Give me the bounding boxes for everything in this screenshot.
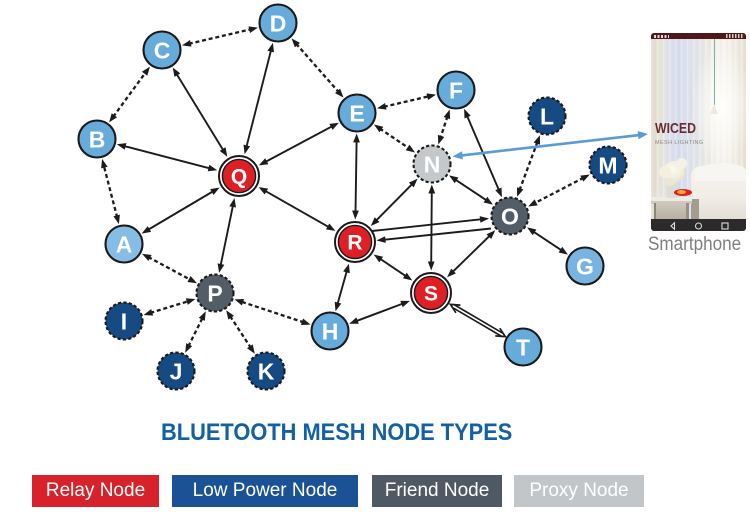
svg-text:L: L xyxy=(540,103,554,129)
svg-text:D: D xyxy=(270,10,287,36)
svg-text:B: B xyxy=(89,126,106,152)
svg-text:I: I xyxy=(121,308,127,334)
svg-text:C: C xyxy=(154,37,171,63)
svg-text:A: A xyxy=(116,231,133,257)
svg-text:O: O xyxy=(501,203,519,229)
svg-text:P: P xyxy=(207,280,222,306)
svg-text:F: F xyxy=(449,77,463,103)
svg-text:H: H xyxy=(322,318,339,344)
svg-text:J: J xyxy=(170,358,183,384)
svg-text:N: N xyxy=(424,151,441,177)
svg-text:S: S xyxy=(424,283,438,306)
svg-text:Q: Q xyxy=(231,166,247,189)
svg-text:M: M xyxy=(598,152,617,178)
svg-text:K: K xyxy=(258,358,275,384)
svg-text:G: G xyxy=(576,253,594,279)
svg-text:E: E xyxy=(349,100,364,126)
svg-text:T: T xyxy=(516,334,530,360)
svg-text:R: R xyxy=(347,232,362,255)
